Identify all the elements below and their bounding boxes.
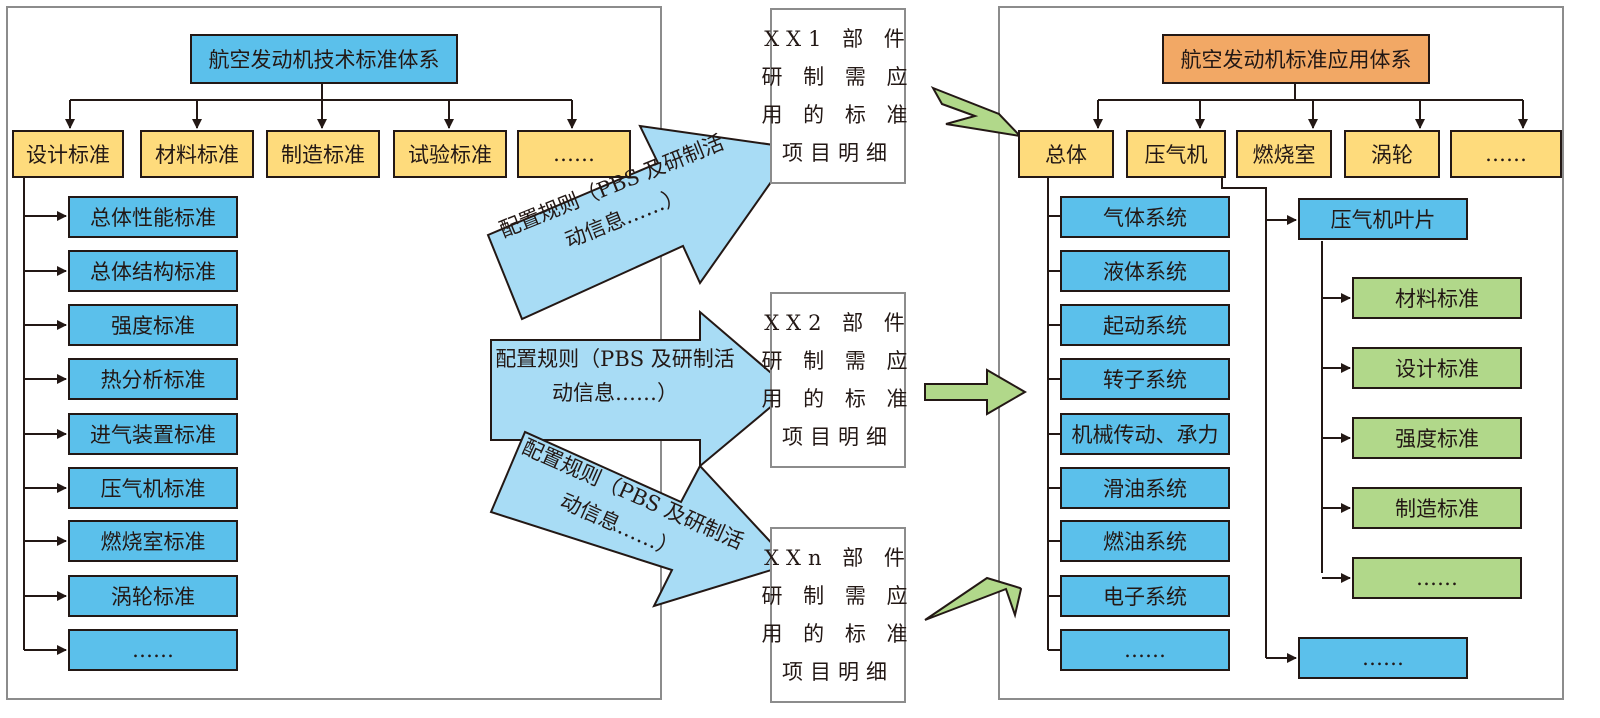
overall-item-starting-system: 起动系统 bbox=[1060, 304, 1230, 346]
design-item-strength: 强度标准 bbox=[68, 304, 238, 346]
output-arrow-2 bbox=[924, 368, 1027, 416]
overall-item-liquid-system: 液体系统 bbox=[1060, 250, 1230, 292]
blade-item-more: …… bbox=[1352, 557, 1522, 599]
compressor-item-blade: 压气机叶片 bbox=[1298, 198, 1468, 240]
overall-item-rotor-system: 转子系统 bbox=[1060, 358, 1230, 400]
component-standards-box-1: XX1 部 件 研 制 需 应 用 的 标 准 项目明细 bbox=[761, 8, 908, 184]
component-standards-box-3: XXn 部 件 研 制 需 应 用 的 标 准 项目明细 bbox=[761, 527, 908, 703]
output-arrow-3 bbox=[924, 576, 1023, 621]
design-item-turbine: 涡轮标准 bbox=[68, 575, 238, 617]
left-root-node: 航空发动机技术标准体系 bbox=[190, 34, 458, 84]
connector-right-root bbox=[1098, 82, 1523, 101]
left-category-more: …… bbox=[517, 130, 631, 178]
design-item-overall-performance: 总体性能标准 bbox=[68, 196, 238, 238]
design-item-combustor: 燃烧室标准 bbox=[68, 520, 238, 562]
left-category-manufacturing: 制造标准 bbox=[266, 130, 380, 178]
design-item-more: …… bbox=[68, 629, 238, 671]
left-category-design: 设计标准 bbox=[12, 130, 124, 178]
blade-item-strength: 强度标准 bbox=[1352, 417, 1522, 459]
config-arrow-2-label: 配置规则（PBS 及研制活 动信息……） bbox=[495, 347, 735, 405]
left-category-test: 试验标准 bbox=[393, 130, 507, 178]
left-category-material: 材料标准 bbox=[140, 130, 254, 178]
right-category-more: …… bbox=[1450, 130, 1562, 178]
design-item-overall-structure: 总体结构标准 bbox=[68, 250, 238, 292]
overall-item-transmission: 机械传动、承力 bbox=[1060, 413, 1230, 455]
overall-item-more: …… bbox=[1060, 629, 1230, 671]
connector-compressor-trunk bbox=[1221, 178, 1267, 658]
config-arrow-1 bbox=[486, 124, 797, 321]
right-category-overall: 总体 bbox=[1018, 130, 1114, 178]
design-item-inlet: 进气装置标准 bbox=[68, 413, 238, 455]
blade-item-material: 材料标准 bbox=[1352, 277, 1522, 319]
blade-item-manufacturing: 制造标准 bbox=[1352, 487, 1522, 529]
connector-left-root bbox=[70, 82, 572, 101]
config-arrow-3 bbox=[489, 430, 793, 608]
right-category-combustor: 燃烧室 bbox=[1236, 130, 1332, 178]
component-standards-box-2: XX2 部 件 研 制 需 应 用 的 标 准 项目明细 bbox=[761, 292, 908, 468]
overall-item-electronic-system: 电子系统 bbox=[1060, 575, 1230, 617]
right-category-turbine: 涡轮 bbox=[1344, 130, 1440, 178]
blade-item-design: 设计标准 bbox=[1352, 347, 1522, 389]
design-item-compressor: 压气机标准 bbox=[68, 467, 238, 509]
overall-item-fuel-system: 燃油系统 bbox=[1060, 520, 1230, 562]
right-category-compressor: 压气机 bbox=[1126, 130, 1226, 178]
design-item-thermal-analysis: 热分析标准 bbox=[68, 358, 238, 400]
overall-item-gas-system: 气体系统 bbox=[1060, 196, 1230, 238]
compressor-item-more: …… bbox=[1298, 637, 1468, 679]
output-arrow-1 bbox=[930, 86, 1023, 138]
right-root-node: 航空发动机标准应用体系 bbox=[1162, 34, 1430, 84]
overall-item-lubrication: 滑油系统 bbox=[1060, 467, 1230, 509]
